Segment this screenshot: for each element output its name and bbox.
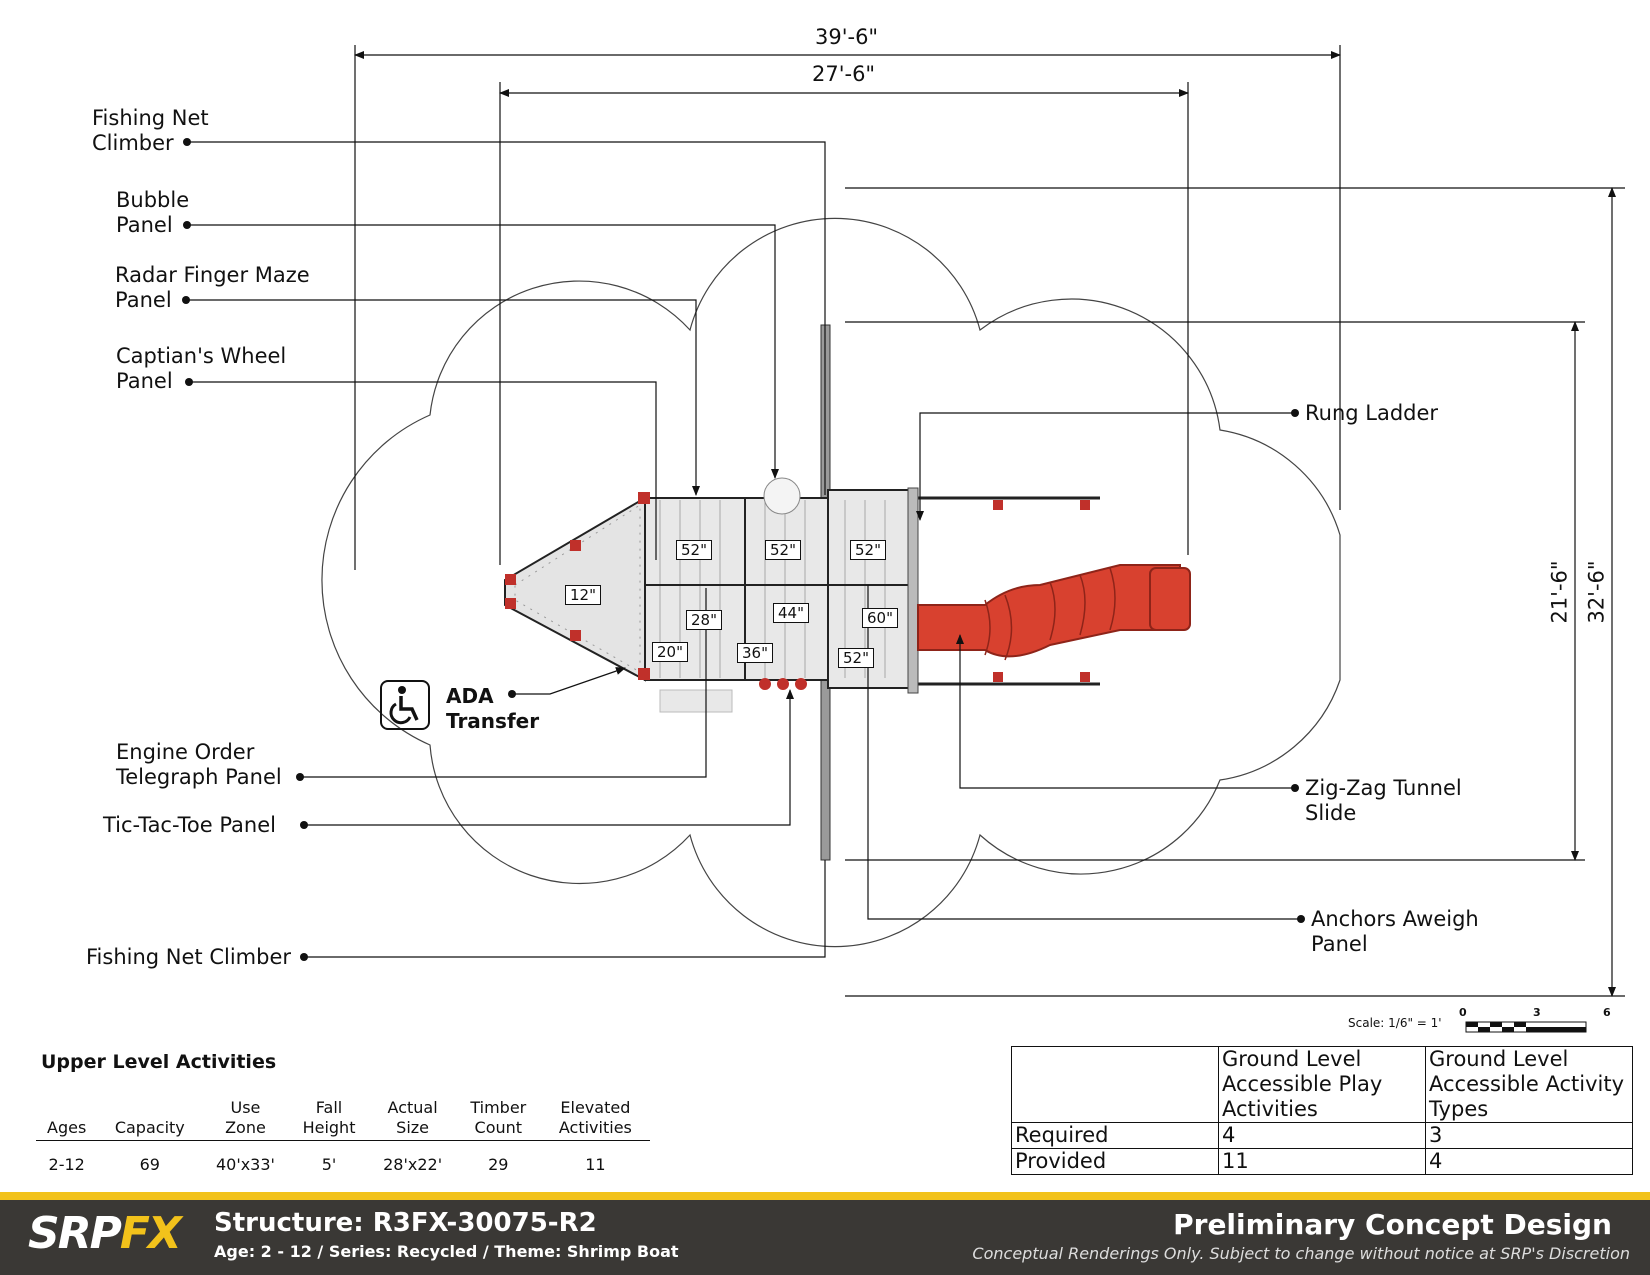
row-label: Provided xyxy=(1011,1148,1219,1175)
leader-dots xyxy=(182,138,1305,961)
leader-lines xyxy=(186,141,1301,958)
callout-zig-zag-tunnel-slide: Zig-Zag Tunnel Slide xyxy=(1305,776,1462,825)
srpfx-logo: SRPFX xyxy=(28,1208,182,1259)
wheelchair-icon xyxy=(380,680,430,730)
table-cell: 2-12 xyxy=(48,1155,85,1174)
dimension-lines xyxy=(354,45,1625,997)
structure-subtitle: Age: 2 - 12 / Series: Recycled / Theme: … xyxy=(214,1242,679,1261)
accessibility-table: Ground Level Accessible Play Activities … xyxy=(1011,1046,1633,1175)
logo-part: FX xyxy=(119,1208,182,1259)
table-row: Provided 11 4 xyxy=(1011,1148,1633,1175)
col-header: Elevated Activities xyxy=(540,1098,650,1141)
scale-bar xyxy=(1465,1021,1587,1033)
table-cell: 5' xyxy=(321,1155,337,1174)
col-header: Ages xyxy=(36,1098,98,1141)
callout-tic-tac-toe: Tic-Tac-Toe Panel xyxy=(103,813,276,837)
callout-rung-ladder: Rung Ladder xyxy=(1305,401,1439,425)
callout-fishing-net-climber-bottom: Fishing Net Climber xyxy=(86,945,291,969)
table-cell: 40'x33' xyxy=(215,1155,275,1174)
disclaimer: Conceptual Renderings Only. Subject to c… xyxy=(972,1244,1630,1263)
col-header xyxy=(1011,1046,1219,1123)
deck-height-tag: 60" xyxy=(862,608,898,628)
table-row: Required 4 3 xyxy=(1011,1122,1633,1149)
col-header: Actual Size xyxy=(369,1098,456,1141)
row-label: Required xyxy=(1011,1122,1219,1149)
dim-overall-depth: 32'-6" xyxy=(1584,560,1609,624)
table-header-row: Ages Capacity Use Zone Fall Height Actua… xyxy=(36,1098,650,1141)
upper-level-title: Upper Level Activities xyxy=(41,1051,277,1073)
table-cell: 28'x22' xyxy=(383,1155,443,1174)
callout-fishing-net-climber-top: Fishing Net Climber xyxy=(92,106,209,155)
deck-height-tag: 36" xyxy=(737,643,773,663)
footer-bar: SRPFX Structure: R3FX-30075-R2 Age: 2 - … xyxy=(0,1192,1650,1275)
col-header: Timber Count xyxy=(455,1098,541,1141)
design-title: Preliminary Concept Design xyxy=(1173,1208,1612,1241)
use-zone-outline xyxy=(321,217,1341,948)
logo-part: SRP xyxy=(28,1208,122,1259)
dim-structure-depth: 21'-6" xyxy=(1547,560,1572,624)
col-header: Fall Height xyxy=(288,1098,370,1141)
deck-height-tag: 52" xyxy=(765,540,801,560)
dim-overall-width: 39'-6" xyxy=(815,25,879,49)
table-cell: 11 xyxy=(1218,1148,1426,1175)
table-cell: 11 xyxy=(585,1155,606,1174)
table-cell: 4 xyxy=(1218,1122,1426,1149)
table-cell: 3 xyxy=(1425,1122,1633,1149)
callout-radar-finger-maze: Radar Finger Maze Panel xyxy=(115,263,310,312)
table-cell: 69 xyxy=(139,1155,160,1174)
callout-anchors-aweigh: Anchors Aweigh Panel xyxy=(1311,907,1479,956)
deck-height-tag: 52" xyxy=(850,540,886,560)
scale-tick-label: 3 xyxy=(1533,1006,1541,1019)
structure-title: Structure: R3FX-30075-R2 xyxy=(214,1208,597,1238)
deck-height-tag: 52" xyxy=(838,648,874,668)
table-header-row: Ground Level Accessible Play Activities … xyxy=(1011,1046,1633,1123)
upper-level-table: Ages Capacity Use Zone Fall Height Actua… xyxy=(36,1098,650,1175)
deck-height-tag: 28" xyxy=(686,610,722,630)
dim-structure-width: 27'-6" xyxy=(812,62,876,86)
scale-label: Scale: 1/6" = 1' xyxy=(1348,1016,1442,1030)
table-row: 2-12 69 40'x33' 5' 28'x22' 29 11 xyxy=(36,1141,650,1176)
deck-height-tag: 44" xyxy=(773,603,809,623)
deck-height-tag: 12" xyxy=(565,585,601,605)
deck-height-tag: 52" xyxy=(676,540,712,560)
col-header: Capacity xyxy=(97,1098,203,1141)
callout-engine-order-telegraph: Engine Order Telegraph Panel xyxy=(116,740,282,789)
scale-tick-label: 6 xyxy=(1603,1006,1611,1019)
col-header: Use Zone xyxy=(202,1098,289,1141)
table-cell: 29 xyxy=(488,1155,509,1174)
scale-tick-label: 0 xyxy=(1459,1006,1467,1019)
callout-ada-transfer: ADA Transfer xyxy=(446,684,540,733)
table-cell: 4 xyxy=(1425,1148,1633,1175)
tunnel-slide xyxy=(917,564,1191,661)
callout-captains-wheel: Captian's Wheel Panel xyxy=(116,344,287,393)
col-header: Ground Level Accessible Play Activities xyxy=(1218,1046,1426,1123)
callout-bubble-panel: Bubble Panel xyxy=(116,188,190,237)
deck-height-tag: 20" xyxy=(652,642,688,662)
col-header: Ground Level Accessible Activity Types xyxy=(1425,1046,1633,1123)
